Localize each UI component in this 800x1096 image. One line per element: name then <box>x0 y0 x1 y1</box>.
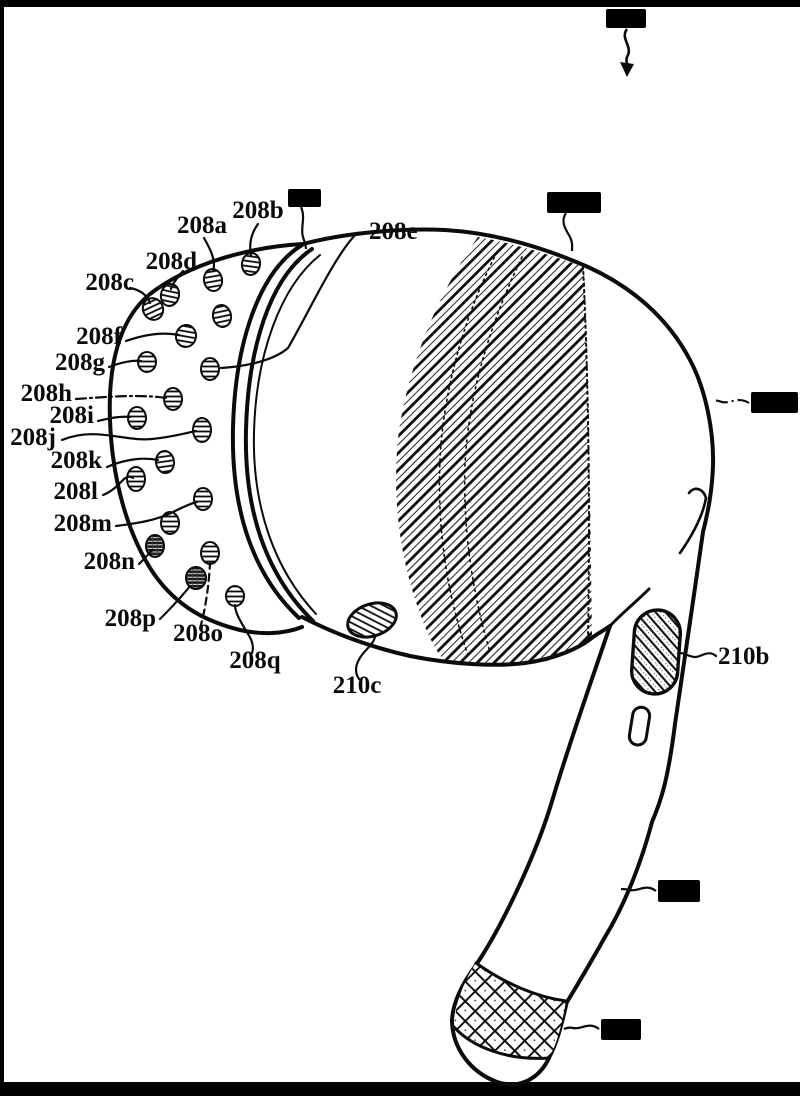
leader-210b <box>678 651 718 659</box>
part-label-208o: 208o <box>173 620 223 647</box>
vent-slot <box>627 705 652 747</box>
part-label-208b: 208b <box>232 197 283 224</box>
leader-208e <box>219 230 371 370</box>
part-label-208k: 208k <box>51 447 103 474</box>
redactions <box>288 9 798 1040</box>
mesh-hole-dot <box>127 406 147 430</box>
part-label-208m: 208m <box>54 510 113 537</box>
part-label-208i: 208i <box>50 402 95 429</box>
page-border-bottom <box>0 1082 800 1096</box>
leader-208q <box>233 603 254 655</box>
leader-208g <box>107 359 143 369</box>
leader-208n <box>137 548 154 566</box>
rim-arc <box>243 247 315 623</box>
leader-208m <box>114 500 199 528</box>
earbud-body-outline <box>301 227 716 1004</box>
page-border-left <box>0 0 4 1096</box>
earbud-drawing <box>107 227 716 1087</box>
redaction-leader <box>620 886 657 892</box>
stem-band-bottom-edge <box>452 1025 551 1060</box>
part-label-208l: 208l <box>54 478 99 505</box>
leader-208h <box>74 394 168 401</box>
mesh-hole-dot <box>193 487 213 511</box>
leader-208p <box>158 584 192 621</box>
part-label-210c: 210c <box>333 672 382 699</box>
band-dotted-line <box>463 256 523 653</box>
redacted-label-box <box>751 392 798 413</box>
mesh-hole-dot <box>202 268 224 292</box>
sensor-window-210b <box>629 608 683 696</box>
part-label-210b: 210b <box>718 643 769 670</box>
part-label-208e: 208e <box>369 218 418 245</box>
leader-208k <box>105 457 160 469</box>
reference-labels: 208a 208b 208c 208d 208e 208f 208g 208h … <box>10 197 769 699</box>
rim-arc <box>252 254 321 615</box>
part-label-208f: 208f <box>76 323 123 350</box>
hatch-band <box>396 237 592 667</box>
part-label-208p: 208p <box>105 605 156 632</box>
mesh-hole-dot <box>200 541 220 565</box>
band-dotted-line <box>582 265 590 639</box>
leader-208b <box>249 222 260 257</box>
rim-arc <box>230 243 304 620</box>
redacted-label-box <box>601 1019 641 1040</box>
redacted-label-box <box>606 9 646 28</box>
figure-arrow <box>623 28 631 67</box>
sensor-window-210c <box>346 601 398 639</box>
mesh-hole-dot <box>163 387 183 411</box>
leader-208j <box>60 429 198 442</box>
redaction-leader <box>562 212 574 252</box>
band-dotted-line <box>438 251 498 656</box>
redacted-label-box <box>288 189 321 207</box>
leader-208a <box>202 236 216 273</box>
mesh-hole-dot <box>126 466 146 492</box>
leader-208l <box>101 475 135 497</box>
part-label-208c: 208c <box>85 269 134 296</box>
part-label-208h: 208h <box>21 380 73 407</box>
redacted-label-box <box>658 880 700 902</box>
figure-arrowhead <box>620 62 634 77</box>
mesh-holes <box>126 252 262 607</box>
leader-208c <box>128 286 152 305</box>
mesh-hole-dot <box>225 585 245 607</box>
mesh-hole-dot <box>160 511 180 535</box>
mesh-hole-dot <box>211 304 233 328</box>
stem-band-top-edge <box>474 961 568 1003</box>
mesh-hole-dot <box>192 417 212 443</box>
chin-crease <box>608 587 651 628</box>
part-label-208a: 208a <box>177 212 228 239</box>
leader-208f <box>124 332 181 343</box>
mesh-hole-dot <box>240 252 262 276</box>
mesh-hole-dot <box>174 324 198 348</box>
leader-208i <box>96 415 132 423</box>
part-label-208d: 208d <box>146 248 198 275</box>
part-label-208j: 208j <box>10 424 56 451</box>
page-border-top <box>0 0 800 7</box>
part-label-208n: 208n <box>84 548 136 575</box>
mesh-hole-dot-dark <box>185 566 207 590</box>
redaction-leader <box>299 206 308 250</box>
redaction-leader <box>711 399 750 404</box>
earbud-bottom-outline <box>300 615 612 667</box>
stem-crosshatch-band <box>454 963 566 1059</box>
mesh-hole-dot <box>154 450 176 474</box>
part-label-208g: 208g <box>55 349 106 376</box>
fold-line <box>678 496 708 555</box>
leader-208d <box>169 269 185 291</box>
leader-210c <box>354 635 377 681</box>
leader-lines <box>60 222 718 681</box>
leader-208o <box>198 561 212 630</box>
fold-line-hook <box>687 487 708 500</box>
part-label-208q: 208q <box>229 647 281 674</box>
mesh-hole-dot <box>137 351 157 373</box>
redacted-label-box <box>547 192 601 213</box>
mesh-hole-dot <box>200 357 220 381</box>
redaction-leader <box>563 1024 600 1030</box>
